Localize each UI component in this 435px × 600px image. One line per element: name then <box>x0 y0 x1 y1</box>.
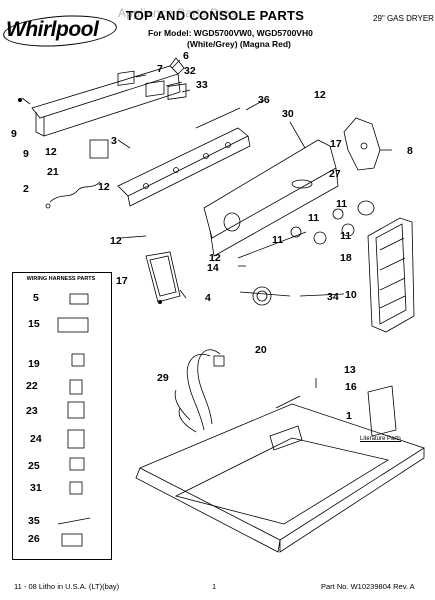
callout-12d: 12 <box>110 235 122 247</box>
callout-7: 7 <box>157 63 163 75</box>
literature-parts-label: Literature Parts <box>360 436 402 442</box>
callout-27: 27 <box>329 168 341 180</box>
callout-3: 3 <box>111 135 117 147</box>
callout-33: 33 <box>196 79 208 91</box>
callout-36: 36 <box>258 94 270 106</box>
callout-12: 12 <box>314 89 326 101</box>
callout-2: 2 <box>23 183 29 195</box>
callout-11b: 11 <box>308 212 320 224</box>
callout-4: 4 <box>205 292 211 304</box>
callout-20: 20 <box>255 344 267 356</box>
part-lint-screen <box>367 217 415 333</box>
callout-14: 14 <box>207 262 219 274</box>
callout-9: 9 <box>11 128 17 140</box>
part-end-cap <box>145 251 181 303</box>
callout-1: 1 <box>346 410 352 422</box>
footer-litho: 11 - 08 Litho in U.S.A. (LT)(bay) <box>14 582 120 591</box>
callout-35: 35 <box>28 515 40 527</box>
callout-23: 23 <box>26 405 38 417</box>
callout-25: 25 <box>28 460 40 472</box>
callout-9b: 9 <box>23 148 29 160</box>
callout-30: 30 <box>282 108 294 120</box>
brand-logo: Whirlpool <box>6 18 99 41</box>
callout-34: 34 <box>327 291 339 303</box>
callout-12b: 12 <box>45 146 57 158</box>
harness-part-5-icon <box>69 293 89 305</box>
wiring-harness-title: WIRING HARNESS PARTS <box>26 276 96 282</box>
watermark: Appliance Parts Pros <box>118 6 237 20</box>
harness-part-23-icon <box>67 401 85 419</box>
part-bracket-8 <box>343 117 381 171</box>
callout-5: 5 <box>33 292 39 304</box>
callout-12e: 12 <box>209 252 221 264</box>
callout-17: 17 <box>330 138 342 150</box>
callout-18: 18 <box>340 252 352 264</box>
callout-26: 26 <box>28 533 40 545</box>
part-wire-harness <box>186 354 211 431</box>
callout-12c: 12 <box>98 181 110 193</box>
harness-part-26-icon <box>61 533 83 547</box>
callout-29: 29 <box>157 372 169 384</box>
callout-21: 21 <box>47 166 59 178</box>
part-switch-32 <box>145 80 165 97</box>
product-label: 29" GAS DRYER <box>373 14 434 23</box>
part-knob <box>357 200 375 216</box>
wiring-harness-box <box>12 272 112 560</box>
callout-10: 10 <box>345 289 357 301</box>
part-thermostat <box>89 139 109 159</box>
callout-15: 15 <box>28 318 40 330</box>
model-line: For Model: WGD5700VW0, WGD5700VH0 <box>148 28 313 38</box>
callout-19: 19 <box>28 358 40 370</box>
part-switch-7 <box>117 70 135 86</box>
part-harness-2 <box>49 181 101 203</box>
callout-32: 32 <box>184 65 196 77</box>
callout-11d: 11 <box>272 234 284 246</box>
footer-part-number: Part No. W10239804 Rev. A <box>321 582 415 591</box>
harness-part-31-icon <box>69 481 83 495</box>
harness-part-15-icon <box>57 317 89 333</box>
part-literature <box>367 385 397 437</box>
callout-22: 22 <box>26 380 38 392</box>
callout-31: 31 <box>30 482 42 494</box>
footer-page-number: 1 <box>212 582 217 591</box>
harness-part-19-icon <box>71 353 85 367</box>
callout-6: 6 <box>183 50 189 62</box>
color-line: (White/Grey) (Magna Red) <box>187 39 291 49</box>
page-title: TOP AND CONSOLE PARTS <box>125 8 305 23</box>
harness-part-22-icon <box>69 379 83 395</box>
harness-part-24-icon <box>67 429 85 449</box>
harness-part-25-icon <box>69 457 85 471</box>
part-knob-34 <box>252 286 272 306</box>
callout-13: 13 <box>344 364 356 376</box>
callout-24: 24 <box>30 433 42 445</box>
callout-11c: 11 <box>340 230 352 242</box>
callout-8: 8 <box>407 145 413 157</box>
callout-11a: 11 <box>336 198 348 210</box>
callout-17b: 17 <box>116 275 128 287</box>
callout-16: 16 <box>345 381 357 393</box>
harness-part-35-icon <box>57 517 91 525</box>
part-switch-33 <box>167 83 187 100</box>
